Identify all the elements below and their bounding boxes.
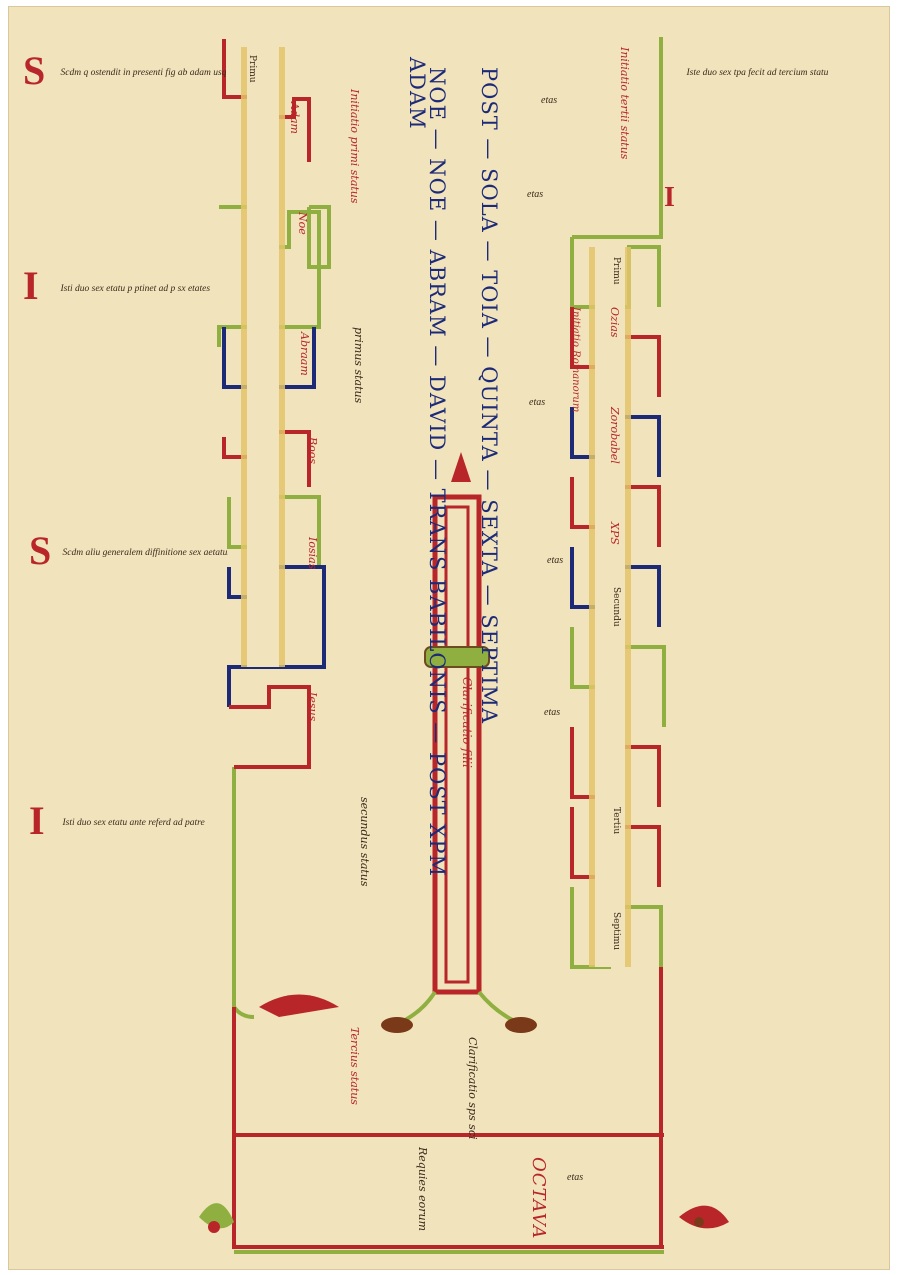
ladder-right-cell-3: Zorobabel: [608, 407, 621, 464]
ladder-left-cell-3: Noe: [296, 212, 309, 235]
initiatio-primi-label: Initiatio primi status: [348, 89, 361, 204]
initial-i-right: I: [664, 182, 675, 213]
ladder-right-cell-6: Tertiu: [611, 807, 621, 835]
figure-lines: [199, 37, 729, 1254]
ladder-left-cell-7: Iesus: [306, 692, 319, 722]
aetas-label-2: etas: [527, 189, 544, 200]
ladder-right-cell-5: Secundu: [611, 587, 621, 627]
initial-i-1: I: [23, 263, 39, 308]
initial-i-2: I: [29, 798, 45, 843]
tertius-status-label: Tercius status: [348, 1027, 361, 1105]
clarificatio-filii-label: Clarificatio filii: [460, 677, 474, 768]
ladder-left-cell-4: Abraam: [298, 332, 311, 376]
ages-column-2: NOE — NOE — ABRAM — DAVID — TRANS BABILO…: [425, 67, 449, 877]
manuscript-page: S I S I I Scdm q ostendit in presenti fi…: [8, 6, 890, 1270]
aetas-label-3: etas: [529, 397, 546, 408]
initial-s-2: S: [29, 528, 52, 573]
aetas-label-1: etas: [541, 95, 558, 106]
ladder-right-cell-2: Ozias: [608, 307, 621, 338]
ages-column-1: POST — SOLA — TOIA — QUINTA — SEXTA — SE…: [477, 67, 501, 725]
aetas-label-5: etas: [544, 707, 561, 718]
ladder-right-cell-7: Septimu: [611, 912, 621, 951]
aetas-label-4: etas: [547, 555, 564, 566]
ladder-left-cell-1: Primu: [247, 55, 257, 83]
initiatio-romanorum-label: Initiatio Romanorum: [570, 307, 581, 413]
right-text-column: Iste duo sex tpa fecit ad tercium statu: [686, 67, 829, 78]
left-text-block-1: Scdm q ostendit in presenti fig ab adam …: [60, 67, 227, 78]
requies-label: Requies eorum: [416, 1147, 429, 1231]
primus-status-label: primus status: [352, 327, 365, 404]
aetas-label-6: etas: [567, 1172, 584, 1183]
octava-label: OCTAVA: [528, 1157, 549, 1240]
left-text-block-4: Isti duo sex etatu ante referd ad patre: [62, 817, 205, 828]
initial-s-1: S: [23, 48, 46, 93]
ages-column-3: ADAM: [405, 57, 429, 130]
ladder-left-cell-5: Boos: [306, 437, 319, 464]
ladder-right-cell-4: XPS: [608, 522, 621, 545]
initiatio-tertii-label: Initiatio tertii status: [618, 47, 631, 160]
ladder-left-cell-6: Iosias: [306, 537, 319, 570]
secundus-status-label: secundus status: [358, 797, 371, 887]
ladder-left-cell-2: Adam: [288, 102, 301, 134]
ladder-right-cell-1: Primu: [611, 257, 621, 285]
left-text-block-3: Scdm aliu generalem diffinitione sex aet…: [62, 547, 229, 558]
left-text-block-2: Isti duo sex etatu p ptinet ad p sx etat…: [60, 283, 211, 294]
clarificatio-sps-label: Clarificatio sps sci: [466, 1037, 479, 1140]
